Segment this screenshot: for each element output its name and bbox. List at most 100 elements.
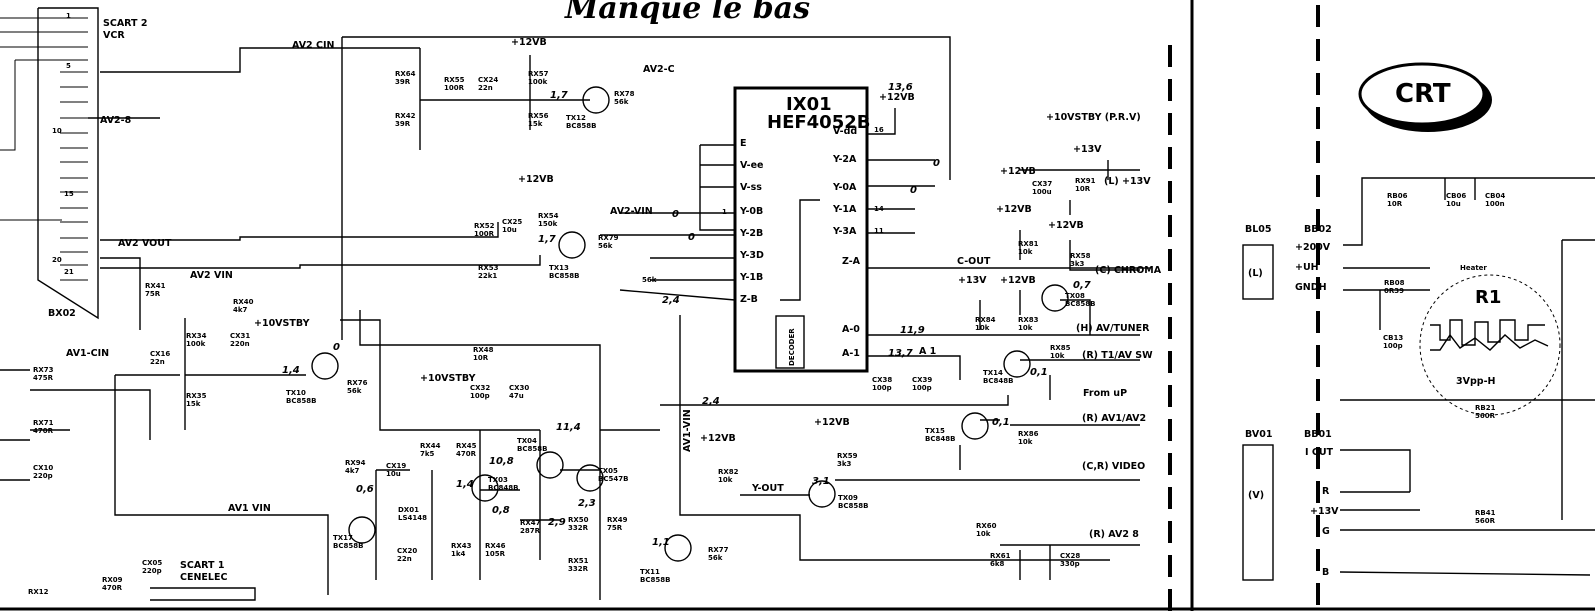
part-value: 56k [598,242,613,250]
voltage-value: 0 [672,209,679,220]
part-ref: RX52 [474,222,495,230]
voltage-value: 0 [933,158,940,169]
part-ref: TX08 [1065,292,1085,300]
voltage-value: 0,6 [356,484,374,495]
scart1-connector [150,587,256,601]
part-value: 6k8 [990,560,1005,568]
supply-13v-b: +13V [958,275,987,286]
part-value: 100u [1032,188,1052,196]
part-value: 75R [607,524,623,532]
transistors [311,86,1069,562]
part-ref: CB13 [1383,334,1403,342]
part-value: 7k5 [420,450,435,458]
voltage-value: 2,4 [702,396,720,407]
part-ref: RX12 [28,588,49,596]
part-ref: CX31 [230,332,250,340]
svg-text:15: 15 [64,190,74,198]
pin-za: Z-A [842,256,861,267]
part-ref: RX81 [1018,240,1039,248]
part-value: 475R [33,374,54,382]
part-ref: RX54 [538,212,559,220]
part-ref: RX41 [145,282,166,290]
part-value: 10R [1075,185,1091,193]
part-ref: RX49 [607,516,628,524]
part-value: 22n [150,358,165,366]
page-title: Manque le bas [564,0,810,26]
sig-chroma: (C) CHROMA [1095,265,1162,276]
part-value: BC848B [925,435,955,443]
voltage-value: 1,4 [456,479,474,490]
part-ref: TX17 [333,534,353,542]
voltage-value: 0,7 [1073,280,1091,291]
supply-13v: +13V [1073,144,1102,155]
part-value: 220p [142,567,162,575]
net-av2-vout: AV2 VOUT [118,238,172,249]
bx02-label: BX02 [48,308,76,319]
net-av1-cin: AV1-CIN [66,348,109,359]
part-value: 10R [473,354,489,362]
part-value: 22n [397,555,412,563]
part-ref: CX16 [150,350,170,358]
part-ref: TX10 [286,389,306,397]
ic-ref: IX01 [786,94,832,115]
part-ref: TX03 [488,476,508,484]
voltage-value: 3,1 [812,476,830,487]
part-ref: CX24 [478,76,498,84]
part-value: 22n [478,84,493,92]
crt-scope-trace: R1 3Vpp-H [1419,274,1561,416]
pin-zb: Z-B [740,294,758,305]
voltage-value: 1,7 [550,90,568,101]
part-ref: CX10 [33,464,53,472]
part-ref: RX78 [614,90,635,98]
net-av2-cin: AV2 CIN [292,40,334,51]
part-value: 332R [568,524,589,532]
supply-10vstby-prv: +10VSTBY (P.R.V) [1046,112,1141,123]
part-ref: RB08 [1384,279,1405,287]
part-value: 470R [102,584,123,592]
crt-wiring [1339,177,1595,576]
part-ref: CX32 [470,384,490,392]
pin-vss: V-ss [740,182,762,193]
part-value: BC848B [983,377,1013,385]
part-ref: CX28 [1060,552,1080,560]
bl05-box [1242,244,1274,300]
part-ref: TX04 [517,437,537,445]
supply-12vb-c: +12VB [700,433,736,444]
part-value: BC858B [566,122,596,130]
net-13v: +13V [1310,506,1339,517]
part-value: BC858B [640,576,670,584]
part-ref: RX53 [478,264,499,272]
part-value: 100p [912,384,932,392]
part-value: 10u [1446,200,1461,208]
part-value: 10u [502,226,517,234]
part-value: 100R [444,84,465,92]
part-ref: RX40 [233,298,254,306]
l-label: (L) [1248,268,1263,279]
part-value: 56k [642,276,657,284]
net-c-out: C-OUT [957,256,991,267]
part-value: 330p [1060,560,1080,568]
part-value: 4k7 [233,306,248,314]
part-ref: RX61 [990,552,1011,560]
part-ref: CX30 [509,384,529,392]
pin-y1b: Y-1B [739,272,763,283]
part-ref: RX43 [451,542,472,550]
voltage-value: 0,8 [492,505,510,516]
supply-12vb-r: +12VB [1000,166,1036,177]
heater-label: Heater [1460,264,1487,272]
part-value: BC858B [286,397,316,405]
ic-pin-wires [600,108,1140,380]
pinnum-11: 11 [874,227,884,235]
net-200v: +200V [1295,242,1331,253]
part-value: 1k4 [451,550,466,558]
net-a1: A 1 [919,346,936,357]
scart2-label: SCART 2 [103,18,147,29]
pin-y1a: Y-1A [832,204,857,215]
pin-a0: A-0 [842,324,860,335]
voltage-value: 11,4 [556,422,581,433]
part-ref: CX20 [397,547,417,555]
part-ref: RX57 [528,70,549,78]
part-value: 100p [470,392,490,400]
net-av2-vin-ic: AV2-VIN [610,206,653,217]
